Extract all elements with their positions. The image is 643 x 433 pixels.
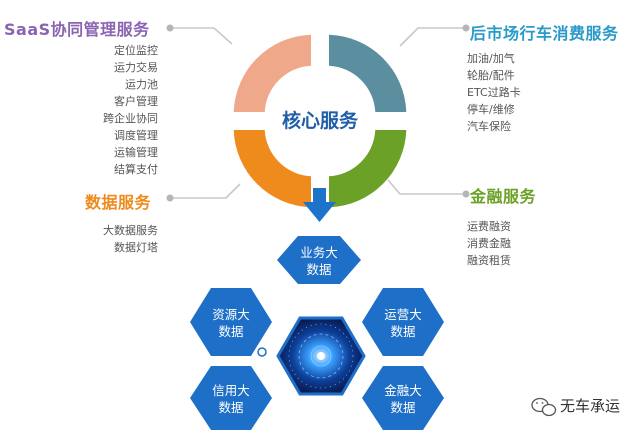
hexagon-resource	[190, 288, 272, 356]
saas-service-title: SaaS协同管理服务	[4, 16, 150, 40]
ring-segment-aftermarket	[329, 35, 406, 112]
hexagon-finance-line1: 金融大	[384, 383, 422, 398]
list-item: 运力池	[103, 76, 158, 93]
ring-segment-saas	[234, 35, 311, 112]
hexagon-operation-line2: 数据	[390, 324, 415, 339]
list-item: 大数据服务	[103, 222, 158, 239]
list-item: 结算支付	[103, 161, 158, 178]
connector-dot-saas	[167, 25, 174, 32]
connector-dot-aftermarket	[463, 25, 470, 32]
data-service-list: 大数据服务数据灯塔	[103, 222, 158, 256]
hexagon-finance-line2: 数据	[390, 400, 415, 415]
finance-service-list: 运费融资消费金融融资租赁	[467, 218, 511, 269]
list-item: 加油/加气	[467, 50, 521, 67]
ring-segment-finance	[329, 130, 406, 207]
list-item: 数据灯塔	[103, 239, 158, 256]
hexagon-resource-line2: 数据	[218, 324, 243, 339]
list-item: 融资租赁	[467, 252, 511, 269]
hexagon-business-line2: 数据	[306, 262, 331, 277]
list-item: 运输管理	[103, 144, 158, 161]
list-item: 消费金融	[467, 235, 511, 252]
hexagon-operation-line1: 运营大	[384, 307, 422, 322]
hexagon-credit-line1: 信用大	[212, 383, 250, 398]
list-item: 停车/维修	[467, 101, 521, 118]
watermark-text: 无车承运	[560, 397, 620, 415]
list-item: 定位监控	[103, 42, 158, 59]
connector-data	[170, 184, 240, 198]
hexagon-business-line1: 业务大	[300, 245, 338, 260]
list-item: 运力交易	[103, 59, 158, 76]
connector-saas	[170, 28, 232, 44]
wechat-icon	[532, 399, 556, 416]
ring-segment-data	[234, 130, 311, 207]
finance-service-title: 金融服务	[470, 183, 536, 207]
connector-aftermarket	[400, 28, 466, 46]
hexagon-credit	[190, 366, 272, 430]
connector-dot-data	[167, 195, 174, 202]
hexagon-operation	[362, 288, 444, 356]
list-item: 汽车保险	[467, 118, 521, 135]
list-item: 跨企业协同	[103, 110, 158, 127]
list-item: 客户管理	[103, 93, 158, 110]
list-item: 调度管理	[103, 127, 158, 144]
central-image-core	[317, 352, 325, 360]
hexagon-credit-line2: 数据	[218, 400, 243, 415]
connector-finance	[388, 180, 466, 194]
list-item: ETC过路卡	[467, 84, 521, 101]
list-item: 轮胎/配件	[467, 67, 521, 84]
connector-dot-finance	[463, 191, 470, 198]
core-title: 核心服务	[282, 109, 359, 132]
hexagon-joint-dot	[258, 348, 266, 356]
data-service-title: 数据服务	[85, 189, 151, 213]
list-item: 运费融资	[467, 218, 511, 235]
hexagon-resource-line1: 资源大	[212, 307, 250, 322]
hexagon-finance	[362, 366, 444, 430]
saas-service-list: 定位监控运力交易运力池客户管理跨企业协同调度管理运输管理结算支付	[103, 42, 158, 178]
aftermarket-service-title: 后市场行车消费服务	[470, 20, 619, 44]
